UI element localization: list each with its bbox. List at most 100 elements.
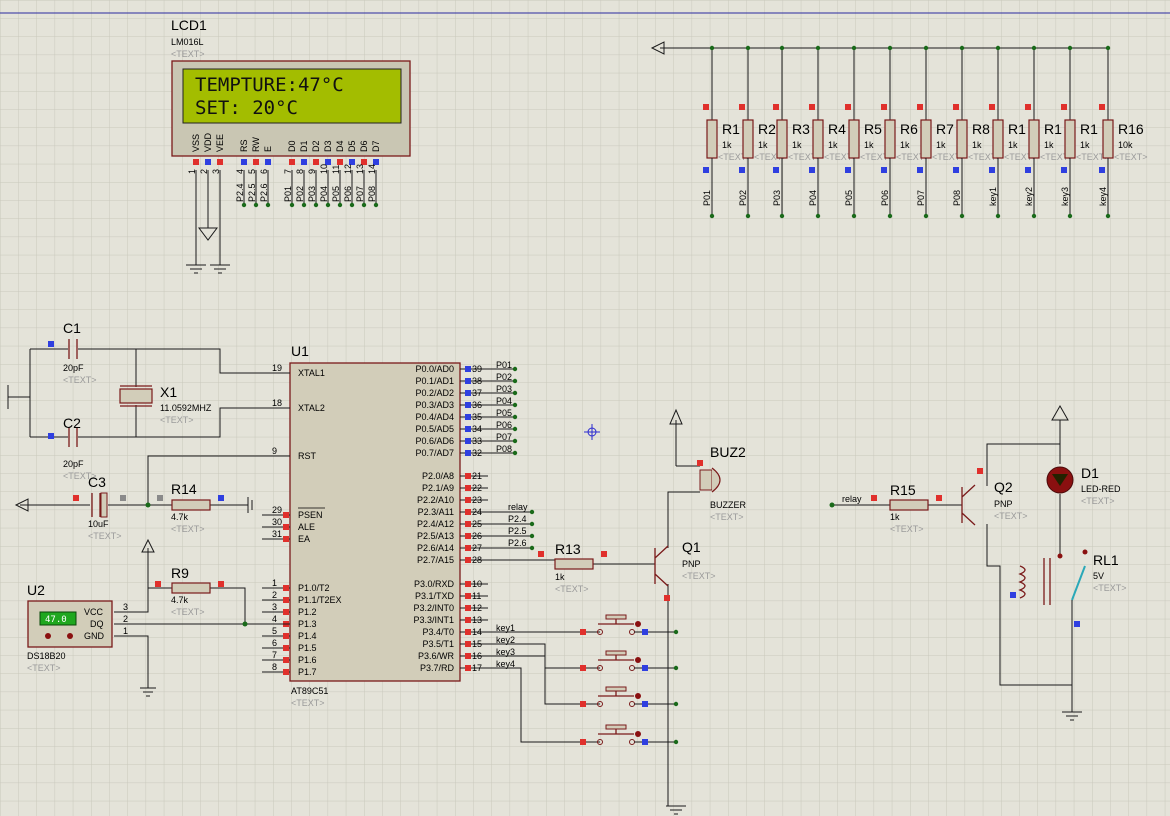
pin-marker: [739, 104, 745, 110]
resistor-ref: R5: [864, 121, 882, 137]
mcu-placeholder: <TEXT>: [291, 698, 325, 708]
pin-number: 2: [123, 614, 128, 624]
resistor-body: [706, 119, 718, 159]
pin-name: P2.0/A8: [422, 471, 454, 481]
pin-marker: [773, 104, 779, 110]
pin-marker: [465, 593, 471, 599]
resistor-bank[interactable]: R11k<TEXT>P01R21k<TEXT>P02R31k<TEXT>P03R…: [650, 41, 1148, 219]
reset-circuit[interactable]: C3 10uF <TEXT> R14 4.7k <TEXT>: [14, 455, 290, 541]
pin-marker: [881, 167, 887, 173]
pin-marker: [703, 104, 709, 110]
pin-name: P1.2: [298, 607, 317, 617]
key-switch[interactable]: [580, 724, 679, 745]
pin-marker: [809, 104, 815, 110]
lcd-pins: VSS1VDD2VEE3RS4RW5E6D07D18D29D310D411D51…: [187, 132, 381, 208]
wire-junction: [851, 45, 857, 51]
resistor-body: [1064, 119, 1076, 159]
lcd-net-label: P06: [343, 186, 353, 202]
lcd-pin-number: 3: [211, 169, 221, 174]
c1-ref: C1: [63, 320, 81, 336]
pin-number: 23: [472, 495, 482, 505]
key-switches[interactable]: [485, 614, 679, 745]
key-switch[interactable]: [580, 686, 679, 707]
p0-net-label: P03: [496, 384, 512, 394]
buzzer-driver[interactable]: R13 1k <TEXT> Q1 PNP <TEXT> BUZ2 BUZZER …: [485, 408, 747, 815]
ds18b20-sensor[interactable]: R9 4.7k <TEXT> 47.0 VCC DQ GND 3 2 1 U2 …: [27, 538, 290, 697]
pin-marker: [265, 159, 271, 165]
pin-marker: [465, 629, 471, 635]
p0-net-label: P01: [496, 360, 512, 370]
c1-placeholder: <TEXT>: [63, 375, 97, 385]
lcd-pin-number: 2: [199, 169, 209, 174]
wire-junction: [512, 378, 518, 384]
key-switch[interactable]: [580, 650, 679, 671]
pin-marker: [1099, 104, 1105, 110]
pin-number: 5: [272, 626, 277, 636]
ds18b20-display: [39, 611, 77, 626]
q1-ref: Q1: [682, 539, 701, 555]
resistor-net-label: key4: [1098, 187, 1108, 206]
pin-name: XTAL1: [298, 368, 325, 378]
wire-junction: [289, 202, 295, 208]
relay-circuit[interactable]: relay R15 1k <TEXT> Q2 PNP <TEXT> D1 LED…: [829, 404, 1127, 721]
p2-net-label: relay: [508, 502, 528, 512]
key-switch[interactable]: [580, 614, 679, 635]
wire-junction: [265, 202, 271, 208]
r13-value: 1k: [555, 572, 565, 582]
oscillator-circuit[interactable]: C1 20pF <TEXT> C2 20pF <TEXT> X1 11.0592…: [7, 320, 290, 481]
pin-marker: [465, 665, 471, 671]
wire-junction: [673, 665, 679, 671]
c2-value: 20pF: [63, 459, 84, 469]
pin-marker: [642, 739, 648, 745]
lcd-module[interactable]: LCD1 LM016L <TEXT> TEMPTURE:47°C SET: 20…: [171, 17, 411, 208]
